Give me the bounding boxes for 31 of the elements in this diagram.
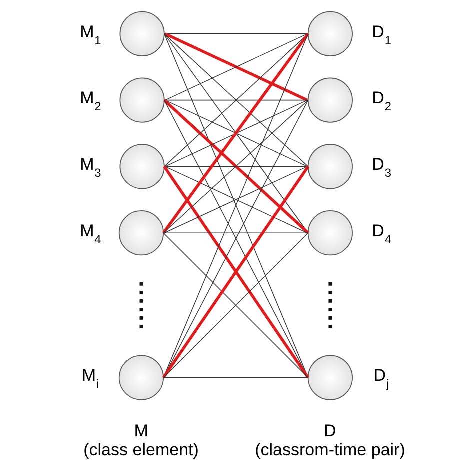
node-label: M$_{4}$ xyxy=(80,222,101,246)
connector xyxy=(162,377,308,378)
node-circle xyxy=(307,11,352,56)
node-label: D$_{j}$ xyxy=(373,366,389,392)
connector xyxy=(164,34,308,168)
connector xyxy=(164,100,308,101)
connector xyxy=(164,166,308,168)
node-label: M$_{2}$ xyxy=(80,88,101,114)
node-circle xyxy=(307,355,352,400)
node-label: D$_{4}$ xyxy=(372,222,392,246)
connector xyxy=(164,100,308,168)
connector xyxy=(162,232,308,234)
node-label: M$_{3}$ xyxy=(80,155,101,180)
node-circle xyxy=(118,355,164,400)
node-label: M$_{1}$ xyxy=(80,22,101,48)
node-circle xyxy=(119,11,164,56)
node-circle xyxy=(118,210,164,256)
node-circle xyxy=(307,210,352,256)
label: D xyxy=(324,422,336,441)
node-circle xyxy=(119,78,164,123)
label: M xyxy=(134,422,148,441)
node-circle xyxy=(119,144,164,190)
node-label: M$_{i}$ xyxy=(81,366,98,392)
label: (classrom-time pair) xyxy=(254,440,405,460)
label: (class element) xyxy=(83,440,198,460)
node-label: D$_{2}$ xyxy=(372,88,392,114)
node-circle xyxy=(307,78,352,123)
node-label: D$_{3}$ xyxy=(372,155,392,180)
node-circle xyxy=(307,144,352,190)
node-label: D$_{1}$ xyxy=(372,22,392,48)
connector xyxy=(162,232,308,378)
